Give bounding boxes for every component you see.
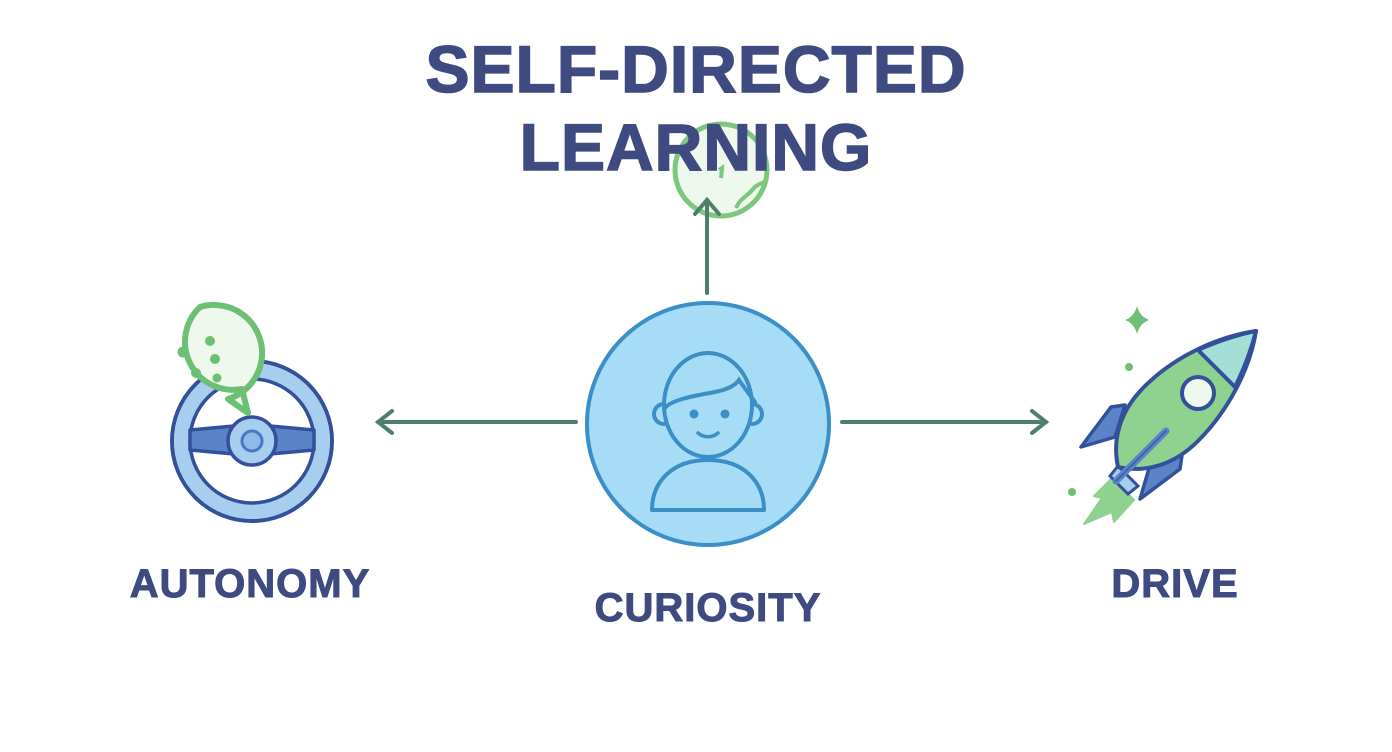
arrow-right (840, 409, 1050, 435)
rocket-icon (1068, 306, 1258, 525)
diagram-title-line2: LEARNING (519, 110, 873, 184)
arrow-left (374, 409, 578, 435)
globe-icon (672, 121, 770, 219)
child-face-icon (585, 301, 831, 547)
steering-wheel-speech-bubble-icon (170, 301, 334, 523)
label-curiosity: CURIOSITY (594, 586, 822, 630)
label-autonomy: AUTONOMY (129, 562, 371, 606)
arrow-up (693, 196, 721, 295)
diagram-title-line1: SELF-DIRECTED (425, 32, 967, 106)
label-drive: DRIVE (1111, 562, 1239, 606)
